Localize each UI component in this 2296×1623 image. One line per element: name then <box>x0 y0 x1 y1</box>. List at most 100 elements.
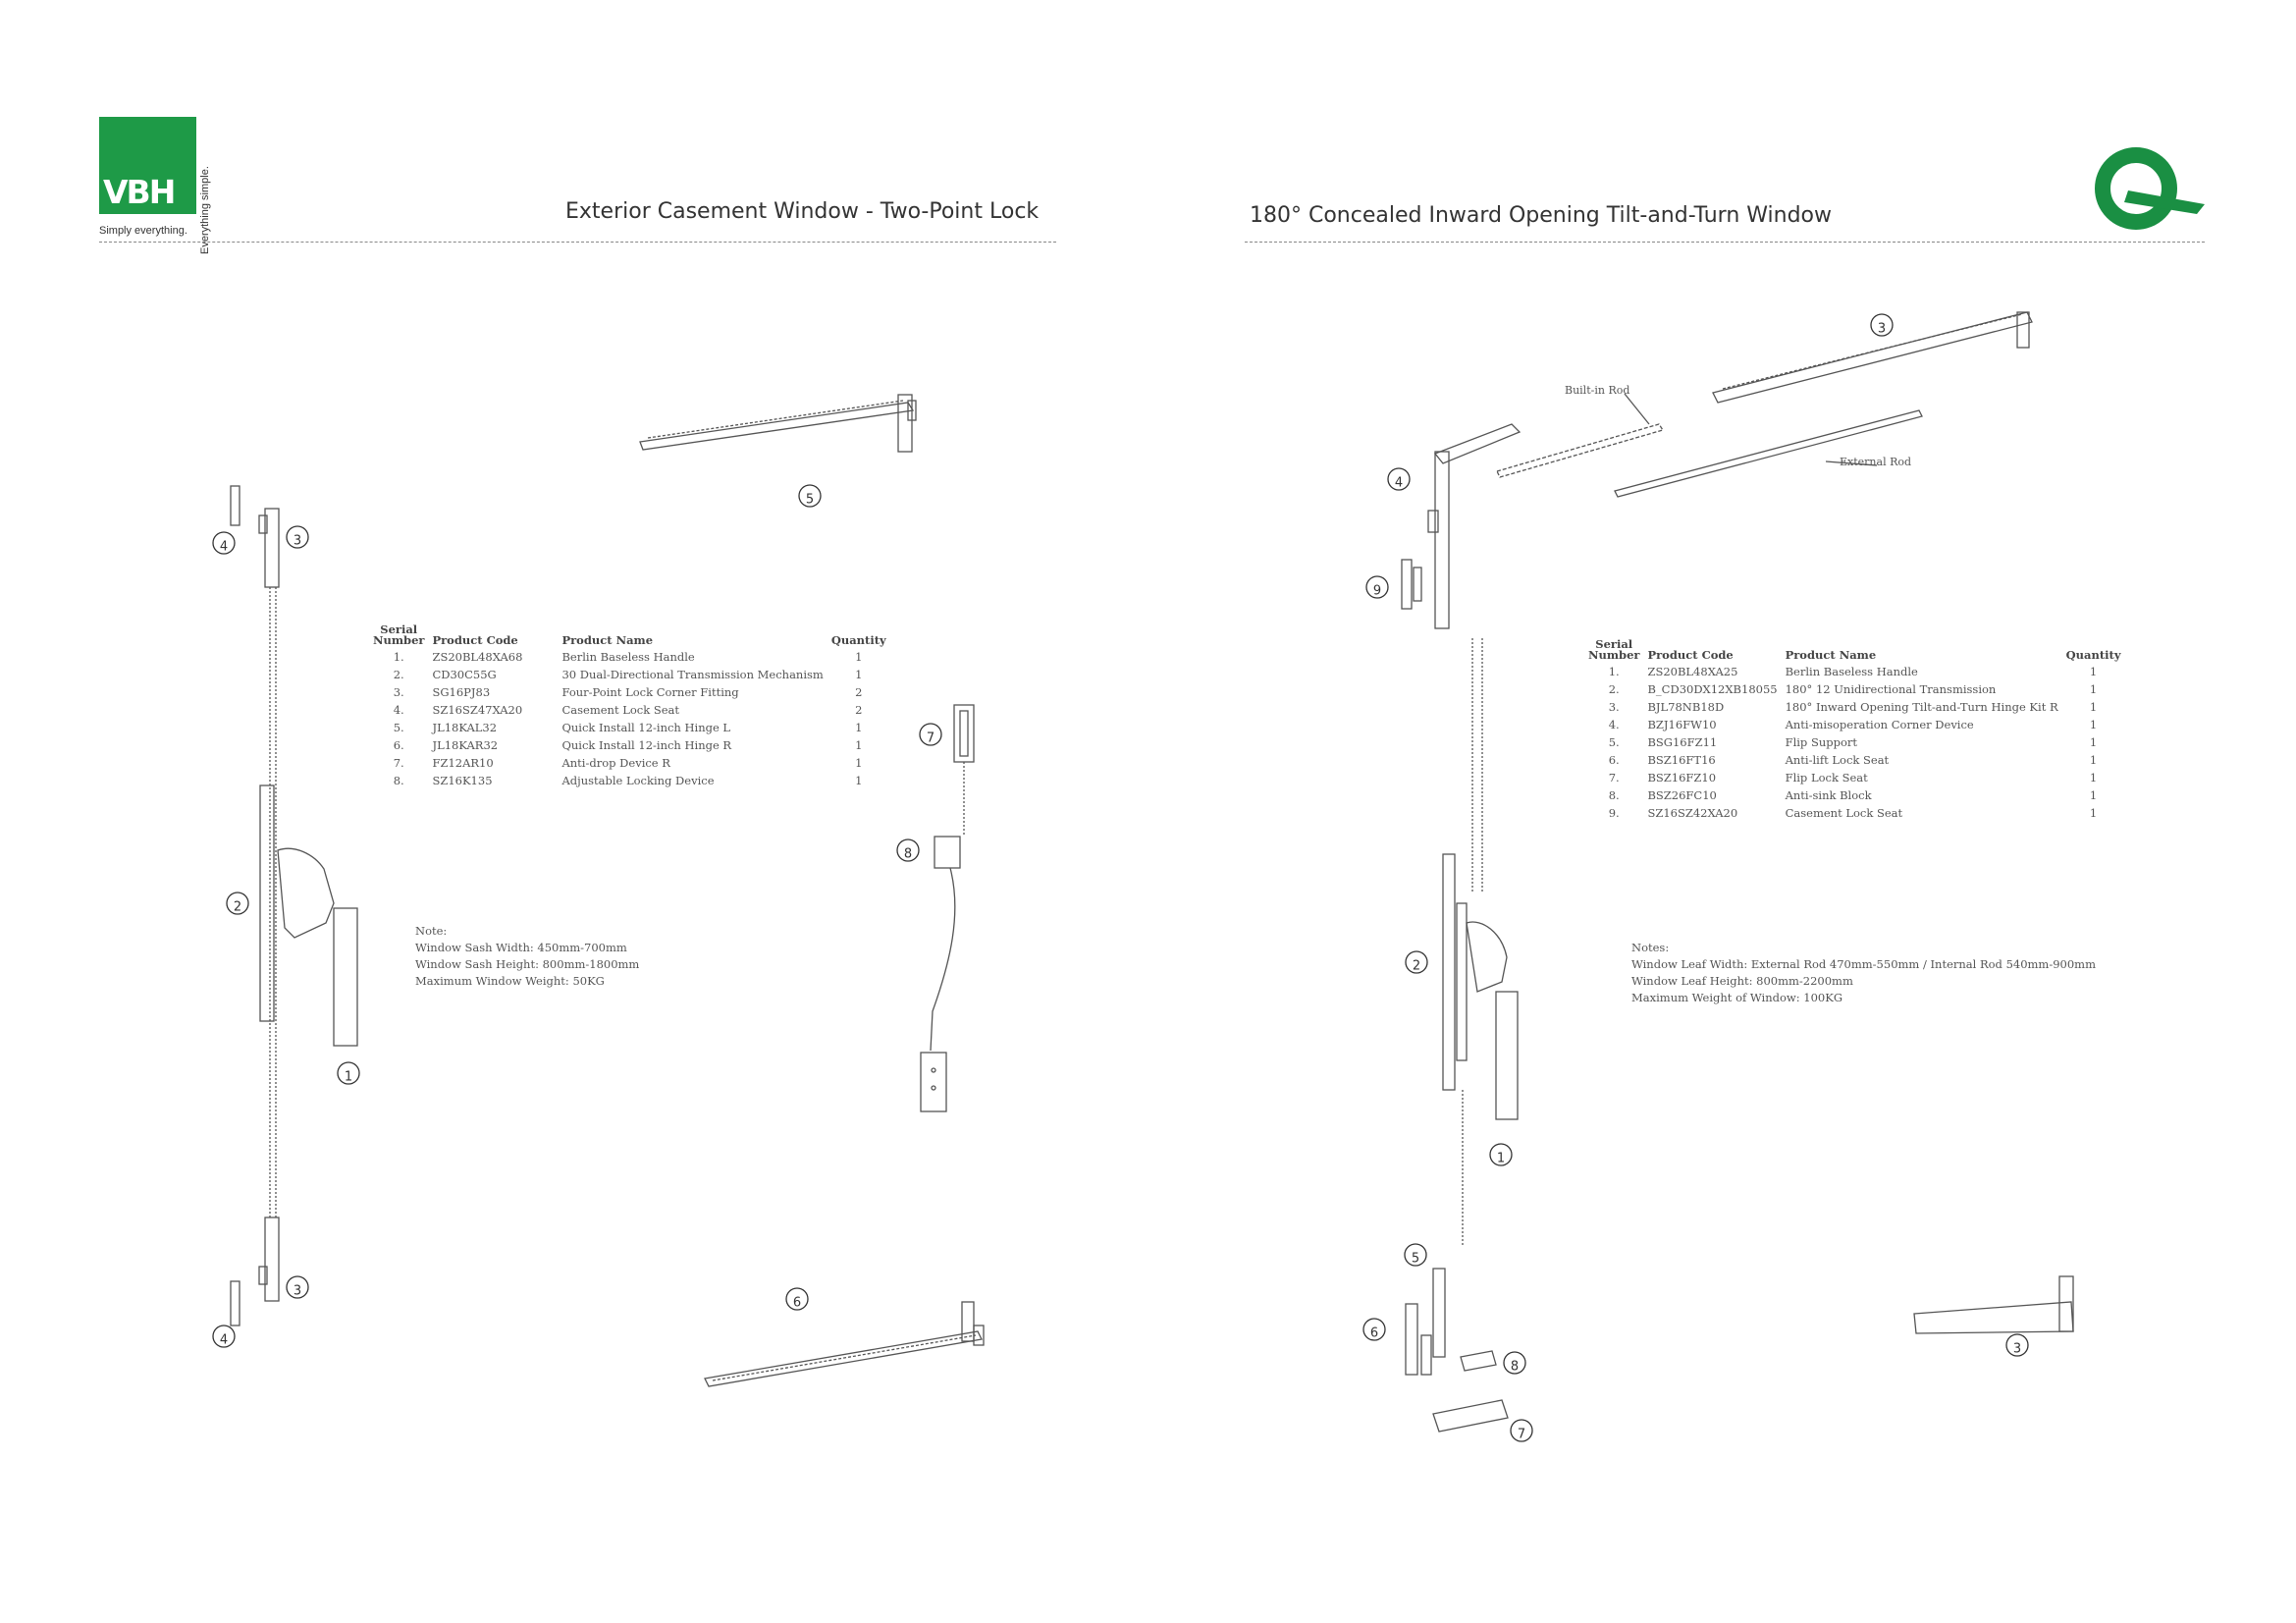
callout-3-icon <box>286 1275 309 1299</box>
svg-text:3: 3 <box>1878 322 1886 337</box>
row-code: SZ16SZ42XA20 <box>1647 806 1738 820</box>
callout-2-icon <box>1405 950 1428 974</box>
row-code: BZJ16FW10 <box>1647 718 1717 731</box>
row-serial: 3. <box>1608 700 1620 714</box>
row-qty: 1 <box>2089 682 2098 696</box>
right-note: Notes: Window Leaf Width: External Rod 4… <box>1631 940 2096 1006</box>
callout-3-icon <box>286 525 309 549</box>
row-qty: 1 <box>855 721 863 734</box>
row-qty: 1 <box>2089 771 2098 784</box>
row-name: Adjustable Locking Device <box>561 774 715 787</box>
left-table-header-row: Serial Number Product Code Product Name … <box>369 622 890 648</box>
right-note-heading: Notes: <box>1631 941 1670 954</box>
svg-text:4: 4 <box>220 540 228 555</box>
row-name: Flip Lock Seat <box>1785 771 1868 784</box>
left-page-title: Exterior Casement Window - Two-Point Loc… <box>565 199 1040 224</box>
right-header-qty: Quantity <box>2065 648 2121 662</box>
right-vertical-rod-drawing <box>1442 638 1519 1247</box>
right-header-code: Product Code <box>1647 648 1734 662</box>
row-qty: 1 <box>855 756 863 770</box>
row-code: BSZ16FZ10 <box>1647 771 1717 784</box>
svg-text:2: 2 <box>234 900 241 915</box>
row-qty: 2 <box>855 685 863 699</box>
svg-text:1: 1 <box>345 1070 352 1085</box>
vbh-tagline: Simply everything. <box>99 225 187 237</box>
callout-9-icon <box>1365 575 1389 599</box>
callout-5-icon <box>1404 1243 1427 1267</box>
callout-2-icon <box>226 892 249 915</box>
right-note-line: Window Leaf Width: External Rod 470mm-55… <box>1631 957 2096 971</box>
row-serial: 5. <box>393 721 404 734</box>
row-qty: 1 <box>2089 735 2098 749</box>
left-note-line: Window Sash Width: 450mm-700mm <box>415 941 627 954</box>
row-serial: 8. <box>1608 788 1620 802</box>
right-page-title: 180° Concealed Inward Opening Tilt-and-T… <box>1250 203 1833 228</box>
external-rod-label: External Rod <box>1840 456 1912 468</box>
row-qty: 1 <box>855 738 863 752</box>
callout-3-icon <box>2005 1333 2029 1357</box>
table-row: 5. JL18KAL32 Quick Install 12-inch Hinge L… <box>369 719 890 736</box>
callout-1-icon <box>1489 1143 1513 1166</box>
svg-text:1: 1 <box>1497 1152 1505 1166</box>
row-name: Flip Support <box>1785 735 1857 749</box>
svg-text:4: 4 <box>220 1333 228 1348</box>
row-code: BSZ26FC10 <box>1647 788 1717 802</box>
row-code: SG16PJ83 <box>432 685 491 699</box>
row-serial: 7. <box>393 756 404 770</box>
callout-4-icon <box>212 1325 236 1348</box>
row-code: B_CD30DX12XB18055 <box>1647 682 1778 696</box>
row-name: Quick Install 12-inch Hinge L <box>561 721 731 734</box>
row-serial: 4. <box>1608 718 1620 731</box>
svg-text:4: 4 <box>1395 476 1403 491</box>
row-serial: 1. <box>393 650 404 664</box>
svg-text:2: 2 <box>1413 959 1420 974</box>
row-name: Anti-lift Lock Seat <box>1785 753 1890 767</box>
row-name: Berlin Baseless Handle <box>561 650 695 664</box>
right-top-hinge-drawing <box>1496 311 2033 498</box>
left-header-serial: Serial Number <box>373 622 425 647</box>
row-qty: 1 <box>855 668 863 681</box>
right-table-header-row: Serial Number Product Code Product Name … <box>1584 638 2125 663</box>
right-corner-device-drawing <box>1427 423 1522 629</box>
built-in-rod-label: Built-in Rod <box>1565 384 1630 397</box>
svg-text:9: 9 <box>1373 584 1381 599</box>
row-name: 30 Dual-Directional Transmission Mechani… <box>561 668 824 681</box>
right-lock-seat-9-drawing <box>1401 559 1422 610</box>
svg-text:5: 5 <box>1412 1252 1419 1267</box>
left-antidrop-drawing <box>920 704 975 1112</box>
callout-8-icon <box>896 839 920 862</box>
row-qty: 2 <box>855 703 863 717</box>
row-serial: 4. <box>393 703 404 717</box>
vbh-logo-text: VBH <box>103 173 176 211</box>
row-qty: 1 <box>2089 753 2098 767</box>
row-code: SZ16K135 <box>432 774 493 787</box>
row-serial: 8. <box>393 774 404 787</box>
row-qty: 1 <box>855 650 863 664</box>
row-serial: 1. <box>1608 665 1620 678</box>
row-code: CD30C55G <box>432 668 497 681</box>
right-header-name: Product Name <box>1785 648 1877 662</box>
row-code: BJL78NB18D <box>1647 700 1725 714</box>
row-serial: 9. <box>1608 806 1620 820</box>
row-serial: 6. <box>1608 753 1620 767</box>
left-header-code: Product Code <box>432 633 518 647</box>
callout-4-icon <box>1387 467 1411 491</box>
row-code: JL18KAR32 <box>432 738 499 752</box>
row-name: Anti-sink Block <box>1785 788 1872 802</box>
row-code: JL18KAL32 <box>432 721 498 734</box>
left-hinge-6-drawing <box>704 1301 985 1387</box>
callout-1-icon <box>337 1061 360 1085</box>
left-note-line: Window Sash Height: 800mm-1800mm <box>415 957 640 971</box>
svg-text:3: 3 <box>294 1284 301 1299</box>
